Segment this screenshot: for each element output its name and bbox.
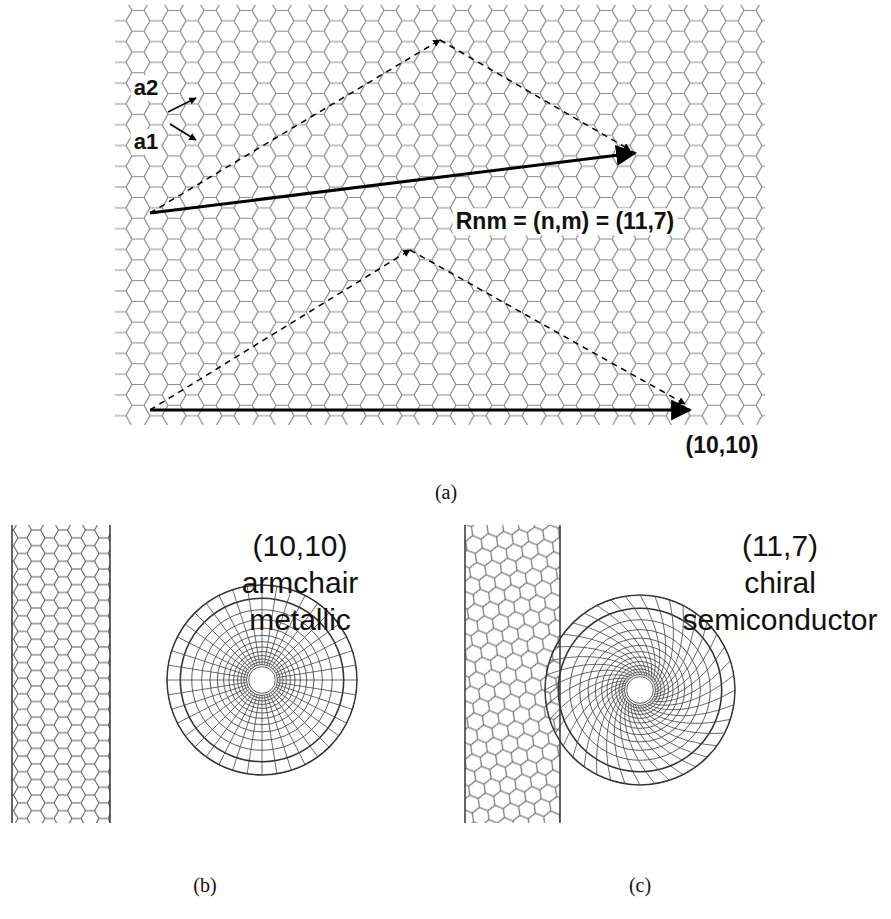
dashed-vector <box>150 40 440 213</box>
vector-label: Rnm = (n,m) = (11,7) <box>453 208 678 235</box>
chiral-vector <box>150 409 690 412</box>
dashed-vector <box>150 250 410 410</box>
panel-label: (c) <box>629 874 651 896</box>
panel-label: (a) <box>435 481 457 503</box>
a2-vector <box>168 98 196 112</box>
armchair-tube-end <box>167 585 357 775</box>
tube-index: (10,10) <box>683 432 762 459</box>
tube-type: chiral <box>744 566 816 599</box>
tube-type: armchair <box>242 566 359 599</box>
tube-index: (10,10) <box>252 529 347 562</box>
tube-index: (11,7) <box>742 529 818 562</box>
panel-label: (b) <box>193 874 216 896</box>
tube-type: metallic <box>249 603 351 636</box>
dashed-vector <box>440 40 630 150</box>
a1-vector <box>170 124 196 140</box>
armchair-tube-side <box>12 525 110 823</box>
tube-type: semiconductor <box>682 603 877 636</box>
dashed-vector <box>410 250 685 404</box>
vector-label: a1 <box>131 129 161 155</box>
graphene-lattice <box>115 5 765 425</box>
chiral-vector <box>150 153 635 213</box>
vector-label: a2 <box>131 75 161 101</box>
